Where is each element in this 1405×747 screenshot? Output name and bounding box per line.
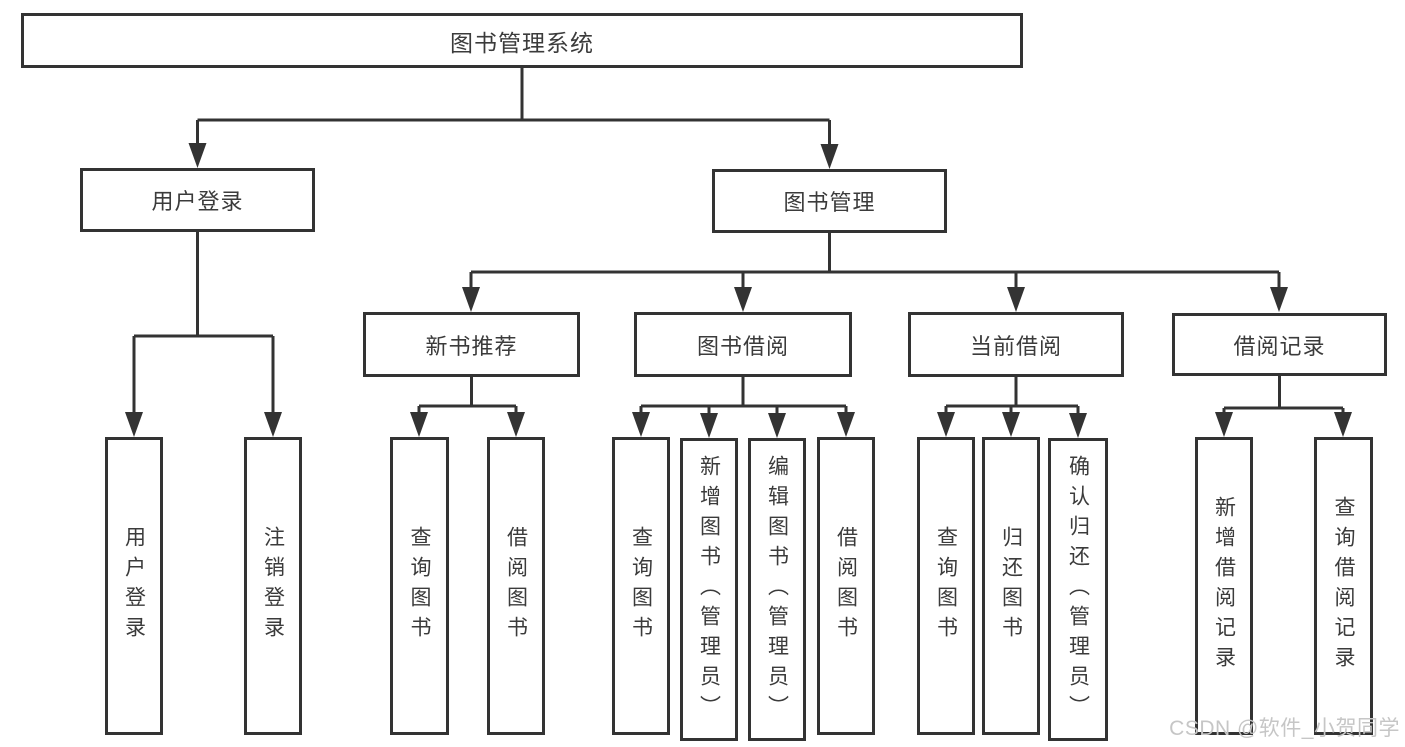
node-leaf-query-borrow-record: 查询借阅记录	[1314, 437, 1373, 735]
connector-root	[196, 68, 831, 152]
node-leaf-borrow-books-1: 借阅图书	[487, 437, 545, 735]
connector-book-borrowing	[639, 377, 848, 425]
node-user-login: 用户登录	[80, 168, 315, 232]
connector-new-book-recommendation	[417, 377, 518, 424]
arrow-down-icon	[768, 413, 786, 438]
node-root-label: 图书管理系统	[450, 29, 594, 56]
arrow-down-icon	[462, 287, 480, 312]
node-book-management: 图书管理	[712, 169, 947, 233]
node-leaf-return-book: 归还图书	[982, 437, 1040, 735]
node-leaf-return-book-label: 归还图书	[999, 526, 1023, 646]
node-leaf-query-borrow-record-label: 查询借阅记录	[1332, 496, 1356, 676]
node-leaf-confirm-return-admin-label: 确认归还（管理员）	[1066, 454, 1090, 725]
node-leaf-logout: 注销登录	[244, 437, 302, 735]
node-leaf-query-books-1: 查询图书	[390, 437, 449, 735]
arrow-down-icon	[507, 412, 525, 437]
node-book-borrowing: 图书借阅	[634, 312, 852, 377]
node-leaf-confirm-return-admin: 确认归还（管理员）	[1048, 438, 1108, 741]
arrow-down-icon	[1215, 412, 1233, 437]
node-leaf-borrow-books-1-label: 借阅图书	[504, 526, 528, 646]
node-leaf-query-books-2-label: 查询图书	[629, 526, 653, 646]
arrow-down-icon	[700, 413, 718, 438]
arrow-down-icon	[632, 412, 650, 437]
node-leaf-user-login: 用户登录	[105, 437, 163, 735]
arrow-down-icon	[820, 144, 839, 169]
node-book-borrowing-label: 图书借阅	[696, 333, 789, 359]
node-leaf-query-books-2: 查询图书	[612, 437, 670, 735]
node-leaf-add-book-admin: 新增图书（管理员）	[680, 438, 738, 741]
node-new-book-recommendation-label: 新书推荐	[425, 333, 518, 359]
node-leaf-logout-label: 注销登录	[261, 526, 285, 646]
node-leaf-edit-book-admin-label: 编辑图书（管理员）	[765, 454, 789, 725]
node-leaf-add-borrow-record: 新增借阅记录	[1195, 437, 1253, 735]
arrow-down-icon	[1007, 287, 1025, 312]
node-leaf-borrow-books-2-label: 借阅图书	[834, 526, 858, 646]
arrow-down-icon	[264, 412, 282, 437]
node-book-management-label: 图书管理	[783, 190, 876, 215]
node-root: 图书管理系统	[21, 13, 1023, 68]
arrow-down-icon	[1002, 412, 1020, 437]
arrow-down-icon	[734, 287, 752, 312]
node-leaf-borrow-books-2: 借阅图书	[817, 437, 875, 735]
node-borrowing-records-label: 借阅记录	[1233, 333, 1326, 359]
watermark: CSDN @软件_小贺同学	[1169, 717, 1400, 740]
arrow-down-icon	[188, 143, 207, 168]
node-leaf-edit-book-admin: 编辑图书（管理员）	[748, 438, 806, 741]
arrow-down-icon	[410, 412, 428, 437]
arrow-down-icon	[937, 412, 955, 437]
node-borrowing-records: 借阅记录	[1172, 313, 1387, 376]
node-leaf-query-books-3: 查询图书	[917, 437, 975, 735]
arrow-down-icon	[1270, 287, 1288, 312]
node-leaf-add-borrow-record-label: 新增借阅记录	[1212, 496, 1236, 676]
node-user-login-label: 用户登录	[151, 189, 244, 214]
arrow-down-icon	[837, 412, 855, 437]
node-leaf-user-login-label: 用户登录	[122, 526, 146, 646]
node-leaf-add-book-admin-label: 新增图书（管理员）	[697, 454, 721, 725]
node-current-borrowing-label: 当前借阅	[969, 333, 1062, 359]
node-current-borrowing: 当前借阅	[908, 312, 1124, 377]
arrow-down-icon	[1334, 412, 1352, 437]
arrowheads	[125, 143, 1352, 438]
arrow-down-icon	[125, 412, 143, 437]
node-leaf-query-books-3-label: 查询图书	[934, 526, 958, 646]
node-new-book-recommendation: 新书推荐	[363, 312, 580, 377]
node-leaf-query-books-1-label: 查询图书	[408, 526, 432, 646]
connector-user-login	[132, 232, 275, 422]
connector-borrowing-records	[1222, 376, 1345, 424]
arrow-down-icon	[1069, 413, 1087, 438]
connector-book-management	[469, 233, 1281, 297]
